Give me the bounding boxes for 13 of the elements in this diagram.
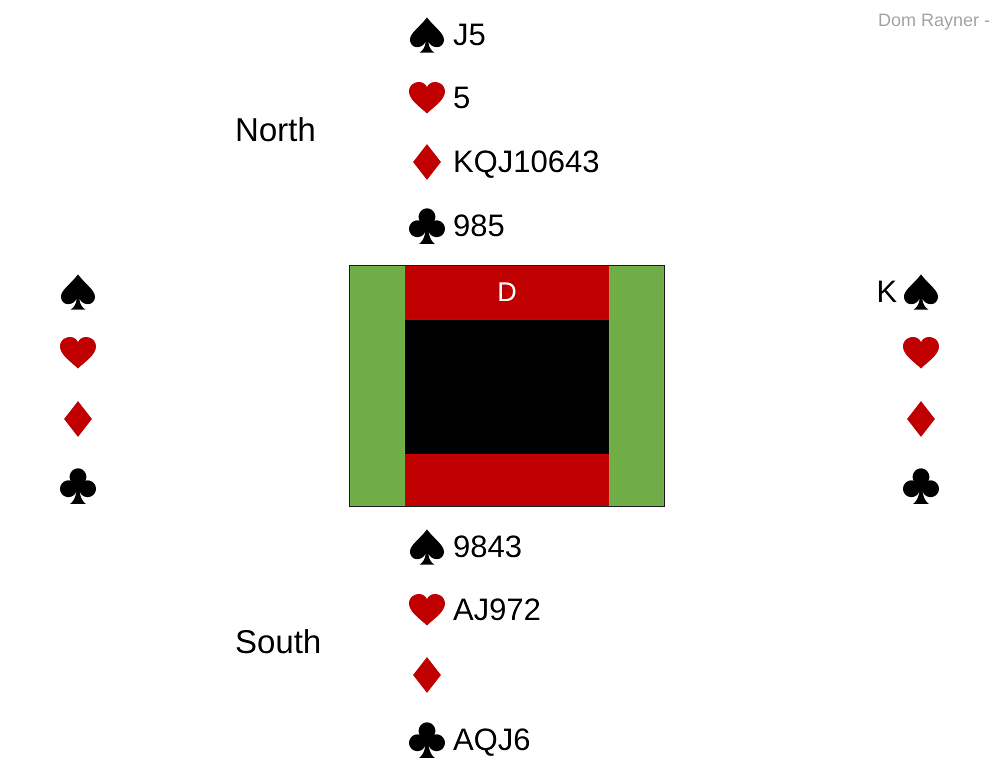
card-holding: K [876,274,897,310]
dealer-band: D [405,266,609,320]
card-holding: KQJ10643 [453,144,600,180]
seat-label: South [235,623,322,661]
end-band [405,454,609,506]
card-holding: AJ972 [453,592,541,628]
author-credit: Dom Rayner - [878,10,990,30]
card-holding: J5 [453,17,486,53]
card-holding: AQJ6 [453,722,531,758]
card-holding: 9843 [453,529,522,565]
card-holding: 985 [453,208,505,244]
seat-label: North [235,111,316,149]
card-holding: 5 [453,80,470,116]
